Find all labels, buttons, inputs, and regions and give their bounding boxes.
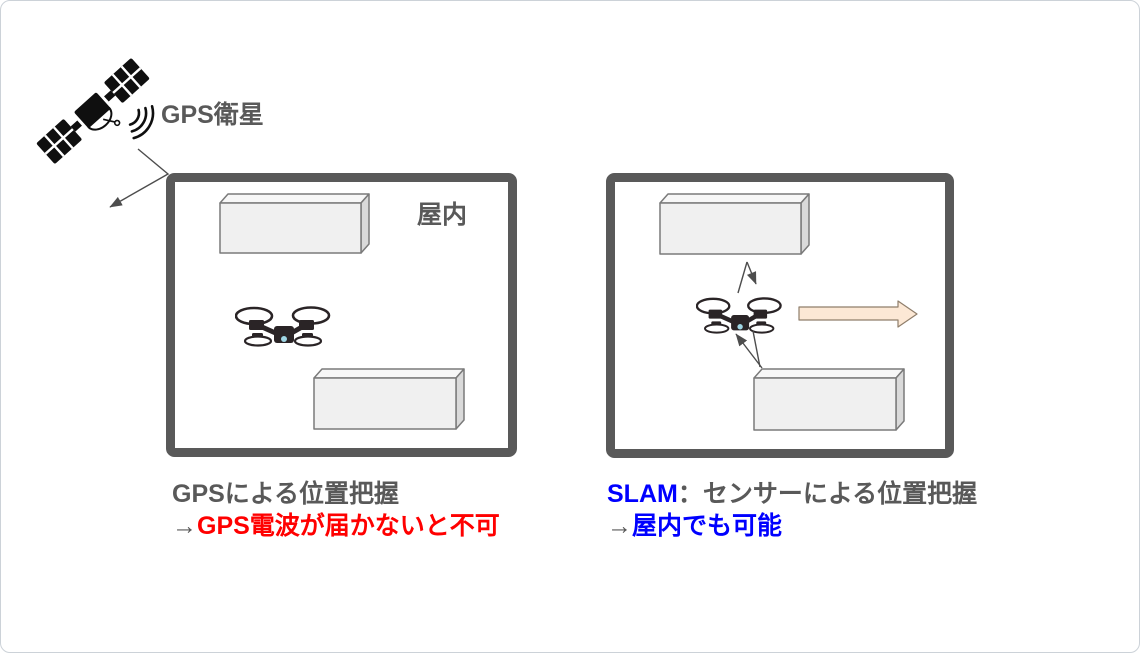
left-caption: GPSによる位置把握 →GPS電波が届かないと不可 bbox=[172, 478, 500, 542]
left-caption-line2: →GPS電波が届かないと不可 bbox=[172, 510, 500, 542]
gps-satellite-icon bbox=[36, 58, 150, 164]
left-caption-line1: GPSによる位置把握 bbox=[172, 480, 400, 508]
left-caption-arrow: → bbox=[172, 512, 197, 540]
right-caption-line2-text: 屋内でも可能 bbox=[632, 512, 783, 540]
obstacle-box-left-top bbox=[219, 193, 370, 254]
right-caption-term: SLAM bbox=[607, 480, 678, 508]
obstacle-box-right-bottom bbox=[753, 368, 905, 431]
gps-satellite-label: GPS衛星 bbox=[161, 101, 264, 129]
radio-waves-icon bbox=[128, 105, 155, 140]
right-caption-line1: SLAM：センサーによる位置把握 bbox=[607, 478, 977, 510]
obstacle-box-left-bottom bbox=[313, 368, 465, 430]
sensor-arrow-up bbox=[737, 261, 757, 294]
sensor-arrow-down bbox=[735, 330, 763, 369]
indoor-room-label: 屋内 bbox=[417, 201, 468, 229]
gps-signal-arrow bbox=[109, 148, 170, 208]
right-caption-line1-rest: ：センサーによる位置把握 bbox=[677, 480, 978, 508]
right-caption: SLAM：センサーによる位置把握 →屋内でも可能 bbox=[607, 478, 977, 542]
right-caption-line2: →屋内でも可能 bbox=[607, 510, 977, 542]
right-caption-arrow: → bbox=[607, 512, 632, 540]
obstacle-box-right-top bbox=[659, 193, 810, 255]
flight-direction-arrow bbox=[798, 300, 918, 328]
left-caption-line2-text: GPS電波が届かないと不可 bbox=[197, 512, 500, 540]
